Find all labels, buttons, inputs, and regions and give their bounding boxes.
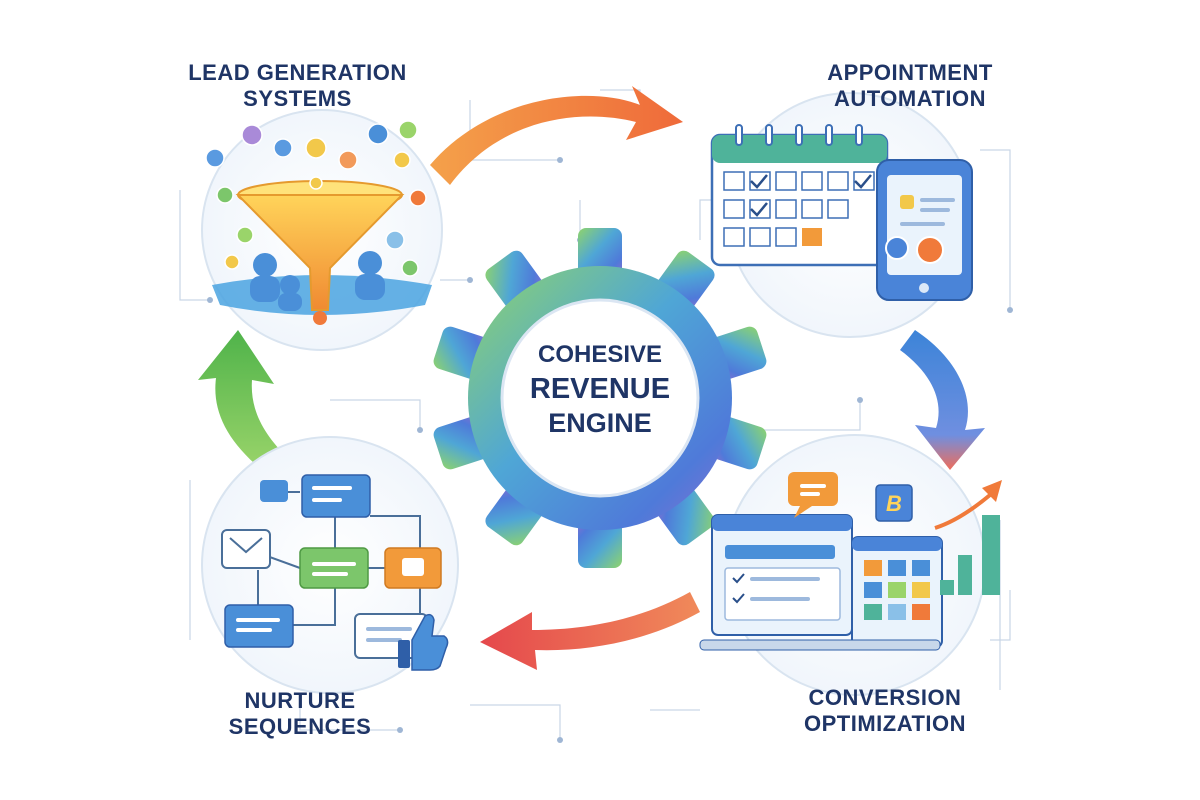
lead-avatar-icons bbox=[205, 120, 427, 277]
panel-appointment-automation bbox=[710, 92, 973, 338]
stage-label-line1: APPOINTMENT bbox=[827, 60, 993, 85]
browser-window-icon bbox=[711, 514, 853, 636]
stage-label-line2: OPTIMIZATION bbox=[803, 711, 967, 736]
stage-label-conversion-optimization: CONVERSION OPTIMIZATION bbox=[765, 685, 1005, 737]
gear-icon bbox=[433, 228, 767, 568]
envelope-icon bbox=[229, 537, 263, 554]
panel-lead-generation bbox=[201, 109, 443, 351]
stage-label-line1: CONVERSION bbox=[808, 685, 962, 710]
arrow-conversion-to-nurture bbox=[480, 592, 700, 670]
stage-label-line2: SYSTEMS bbox=[243, 86, 352, 111]
stage-label-line2: AUTOMATION bbox=[833, 86, 987, 111]
arrow-nurture-to-lead bbox=[198, 330, 285, 470]
center-title: COHESIVE REVENUE ENGINE bbox=[480, 338, 720, 440]
phone-icon bbox=[876, 159, 973, 301]
stage-label-lead-generation: LEAD GENERATION SYSTEMS bbox=[165, 60, 430, 112]
stage-label-line2: SEQUENCES bbox=[228, 714, 372, 739]
arrow-appointment-to-conversion bbox=[900, 330, 985, 470]
center-title-line1: COHESIVE bbox=[537, 341, 663, 368]
panel-nurture-sequences bbox=[201, 436, 459, 694]
dashboard-window-icon bbox=[851, 536, 943, 648]
thumbs-up-icon bbox=[398, 613, 449, 671]
funnel-icon bbox=[235, 180, 405, 325]
ab-test-badge-label: B bbox=[886, 491, 902, 516]
chat-bubble-icon bbox=[788, 472, 838, 518]
stage-label-appointment-automation: APPOINTMENT AUTOMATION bbox=[795, 60, 1025, 112]
arrow-lead-to-appointment bbox=[430, 86, 683, 185]
panel-conversion-optimization: B bbox=[699, 434, 1002, 696]
ab-test-badge-icon: B bbox=[875, 484, 913, 522]
stage-label-nurture-sequences: NURTURE SEQUENCES bbox=[185, 688, 415, 740]
center-title-line3: ENGINE bbox=[548, 408, 652, 438]
stage-label-line1: NURTURE bbox=[244, 688, 356, 713]
stage-label-line1: LEAD GENERATION bbox=[188, 60, 407, 85]
bar-chart-icon bbox=[934, 480, 1002, 595]
center-title-line2: REVENUE bbox=[529, 373, 671, 405]
calendar-icon bbox=[710, 124, 889, 267]
